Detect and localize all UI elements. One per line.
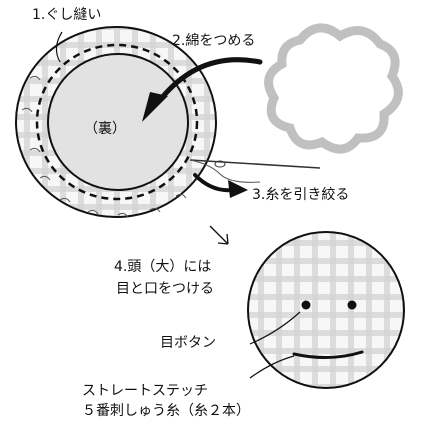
step4-label-line1: 4.頭（大）には (114, 259, 212, 275)
fabric-circle (15, 26, 217, 218)
step2-label: 2.綿をつめる (172, 33, 256, 49)
arrow-stuff-head (142, 92, 168, 122)
stitch-label-line1: ストレートステッチ (82, 383, 208, 399)
step3-label: 3.糸を引き絞る (252, 187, 350, 203)
running-stitch (35, 43, 199, 201)
finished-head (247, 231, 405, 389)
arrow-pull (193, 173, 234, 193)
arrow-stuff (157, 57, 263, 103)
needle-and-thread (189, 159, 321, 183)
leader-line-mouth (249, 355, 295, 379)
leader-line-eye (249, 311, 301, 345)
cotton-stuffing (264, 23, 403, 154)
eye-button-right (347, 300, 357, 310)
leader-line-step1 (55, 31, 63, 63)
stitch-label-line2: ５番刺しゅう糸（糸２本） (82, 403, 250, 419)
mouth-stitch (292, 350, 364, 360)
reverse-side-area (47, 53, 189, 191)
reverse-side-label: （裏） (84, 121, 126, 137)
arrow-pull-head (228, 180, 248, 198)
eye-button-label: 目ボタン (160, 335, 216, 351)
step4-label-line2: 目と口をつける (116, 281, 214, 297)
step1-label: 1.ぐし縫い (32, 7, 102, 23)
arrow-next (209, 225, 229, 245)
eye-button-left (301, 300, 311, 310)
